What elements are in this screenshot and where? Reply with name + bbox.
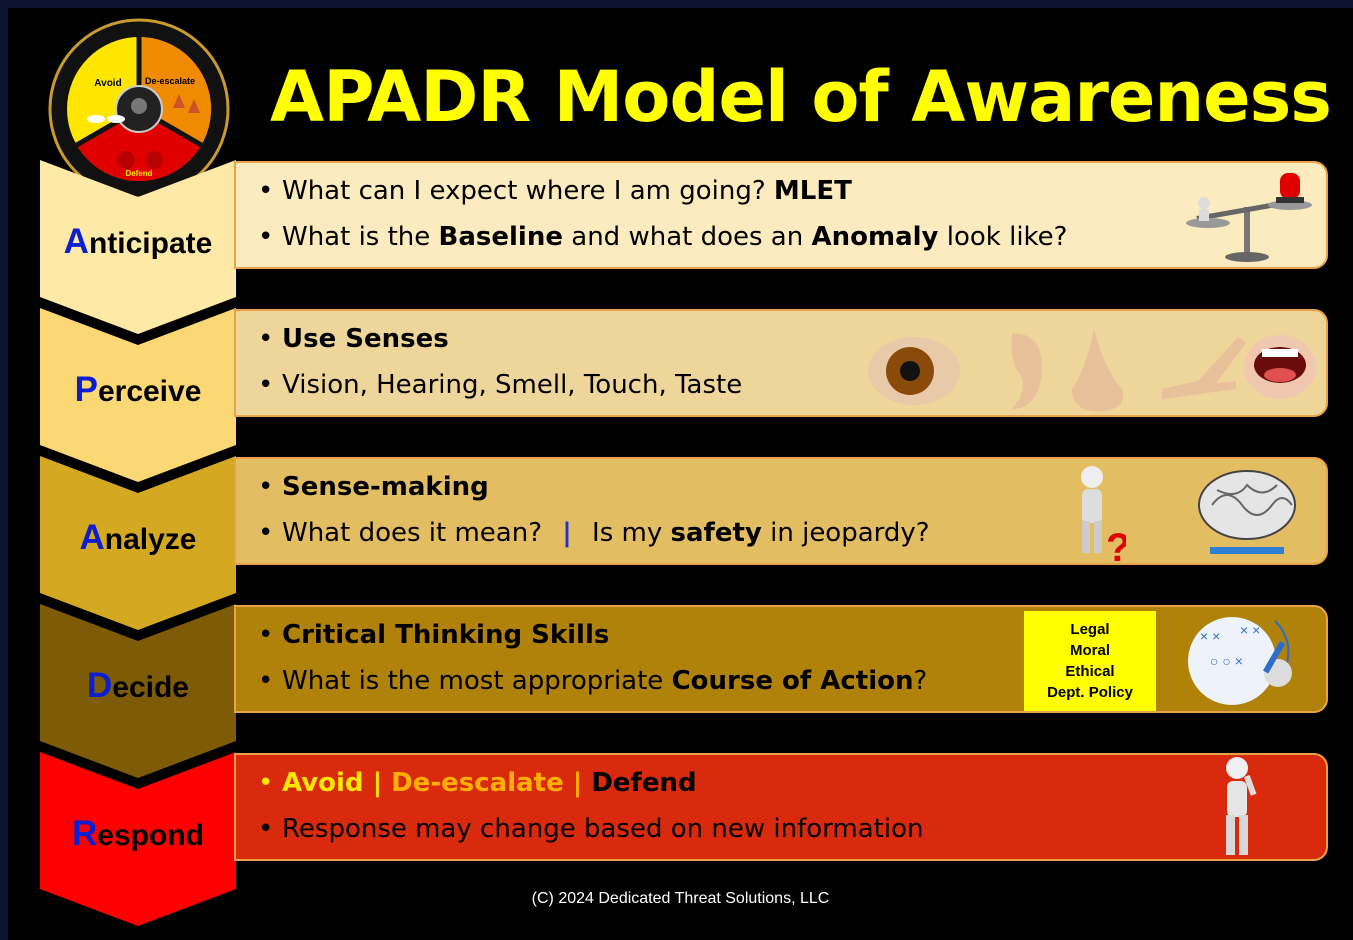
panel-analyze: • Sense-making • What does it mean? | Is m… xyxy=(234,457,1328,570)
senses-icon xyxy=(862,319,1322,415)
apadr-logo-icon: Avoid De-escalate Defend xyxy=(48,18,230,200)
bullet-icon: • xyxy=(258,472,274,502)
line-segment: Vision, Hearing, Smell, Touch, Taste xyxy=(282,370,743,400)
line-segment: | xyxy=(363,768,392,798)
line-segment: What is the xyxy=(282,222,439,252)
thinking-figure-icon xyxy=(1212,755,1262,861)
line-segment: and what does an xyxy=(563,222,812,252)
line-segment: De-escalate xyxy=(391,768,564,798)
panel-decide: • Critical Thinking Skills • What is the m… xyxy=(234,605,1328,713)
bullet-icon: • xyxy=(258,176,274,206)
line-segment: ? xyxy=(913,666,928,696)
svg-text:○ ○ ×: ○ ○ × xyxy=(1210,653,1243,669)
page-title: APADR Model of Awareness xyxy=(270,56,1332,138)
line-segment: in jeopardy? xyxy=(761,518,930,548)
panel-line: • What is the most appropriate Course of … xyxy=(258,663,927,699)
chevron-label: Analyze xyxy=(79,518,197,557)
svg-text:?: ? xyxy=(1106,526,1126,563)
line-segment: Course of Action xyxy=(671,666,914,696)
legal-box-line: Moral xyxy=(1069,642,1110,659)
bullet-icon: • xyxy=(258,620,274,650)
strategy-thinking-icon: × × × × ○ ○ × xyxy=(1180,611,1314,711)
panel-line: • Sense-making xyxy=(258,469,489,505)
copyright: (C) 2024 Dedicated Threat Solutions, LLC xyxy=(531,890,830,907)
line-segment: | xyxy=(563,768,592,798)
chevron-perceive: Perceive xyxy=(40,308,236,483)
chevron-respond: Respond xyxy=(40,752,236,927)
panel-line: • What does it mean? | Is my safety in je… xyxy=(258,515,930,551)
bullet-icon: • xyxy=(258,768,274,798)
bullet-icon: • xyxy=(258,324,274,354)
panel-line: • What is the Baseline and what does an A… xyxy=(258,219,1067,255)
line-segment: Defend xyxy=(591,768,697,798)
panel-line: • Critical Thinking Skills xyxy=(258,617,609,653)
line-segment: What does it mean? xyxy=(282,518,551,548)
line-segment: look like? xyxy=(938,222,1068,252)
legal-box-line: Ethical xyxy=(1065,663,1115,680)
svg-text:× ×: × × xyxy=(1240,622,1260,638)
svg-text:Defend: Defend xyxy=(125,169,152,178)
line-segment: Baseline xyxy=(438,222,563,252)
line-segment: Sense-making xyxy=(282,472,489,502)
question-figure-icon: ? xyxy=(1066,463,1130,570)
line-segment: Avoid xyxy=(282,768,364,798)
panel-line: • Use Senses xyxy=(258,321,449,357)
line-segment: Critical Thinking Skills xyxy=(282,620,610,650)
svg-text:De-escalate: De-escalate xyxy=(145,76,195,86)
scale-alarm-icon xyxy=(1176,167,1316,267)
line-segment: MLET xyxy=(773,176,852,206)
chevron-label: Perceive xyxy=(74,370,202,409)
brain-loading-icon xyxy=(1192,465,1302,561)
panel-respond: • Avoid | De-escalate | Defend • Response … xyxy=(234,753,1328,861)
bullet-icon: • xyxy=(258,222,274,252)
line-segment: What can I expect where I am going? xyxy=(282,176,774,206)
bullet-icon: • xyxy=(258,666,274,696)
line-segment: What is the most appropriate xyxy=(282,666,672,696)
chevron-decide: Decide xyxy=(40,604,236,779)
panel-line: • Avoid | De-escalate | Defend xyxy=(258,765,697,801)
legal-box-line: Dept. Policy xyxy=(1047,684,1133,701)
panel-line: • What can I expect where I am going? MLE… xyxy=(258,173,852,209)
bullet-icon: • xyxy=(258,518,274,548)
panel-perceive: • Use Senses • Vision, Hearing, Smell, Tou… xyxy=(234,309,1328,417)
svg-text:Avoid: Avoid xyxy=(94,78,121,89)
chevron-label: Respond xyxy=(72,814,204,853)
chevron-label: Decide xyxy=(87,666,189,705)
chevron-anticipate: Anticipate xyxy=(40,160,236,335)
line-segment: Anomaly xyxy=(811,222,939,252)
line-segment: Is my xyxy=(583,518,671,548)
separator: | xyxy=(562,518,572,548)
line-segment: Response may change based on new informa… xyxy=(282,814,924,844)
slide: Avoid De-escalate Defend APADR Model of … xyxy=(8,8,1353,940)
line-segment: Use Senses xyxy=(282,324,449,354)
panel-line: • Response may change based on new inform… xyxy=(258,811,923,847)
bullet-icon: • xyxy=(258,814,274,844)
svg-text:× ×: × × xyxy=(1200,628,1220,644)
panel-line: • Vision, Hearing, Smell, Touch, Taste xyxy=(258,367,742,403)
chevron-label: Anticipate xyxy=(63,222,213,261)
chevron-analyze: Analyze xyxy=(40,456,236,631)
panel-anticipate: • What can I expect where I am going? MLE… xyxy=(234,161,1328,269)
legal-box-line: Legal xyxy=(1070,621,1110,638)
line-segment: safety xyxy=(670,518,762,548)
bullet-icon: • xyxy=(258,370,274,400)
legal-box: Legal Moral Ethical Dept. Policy xyxy=(1024,611,1156,711)
